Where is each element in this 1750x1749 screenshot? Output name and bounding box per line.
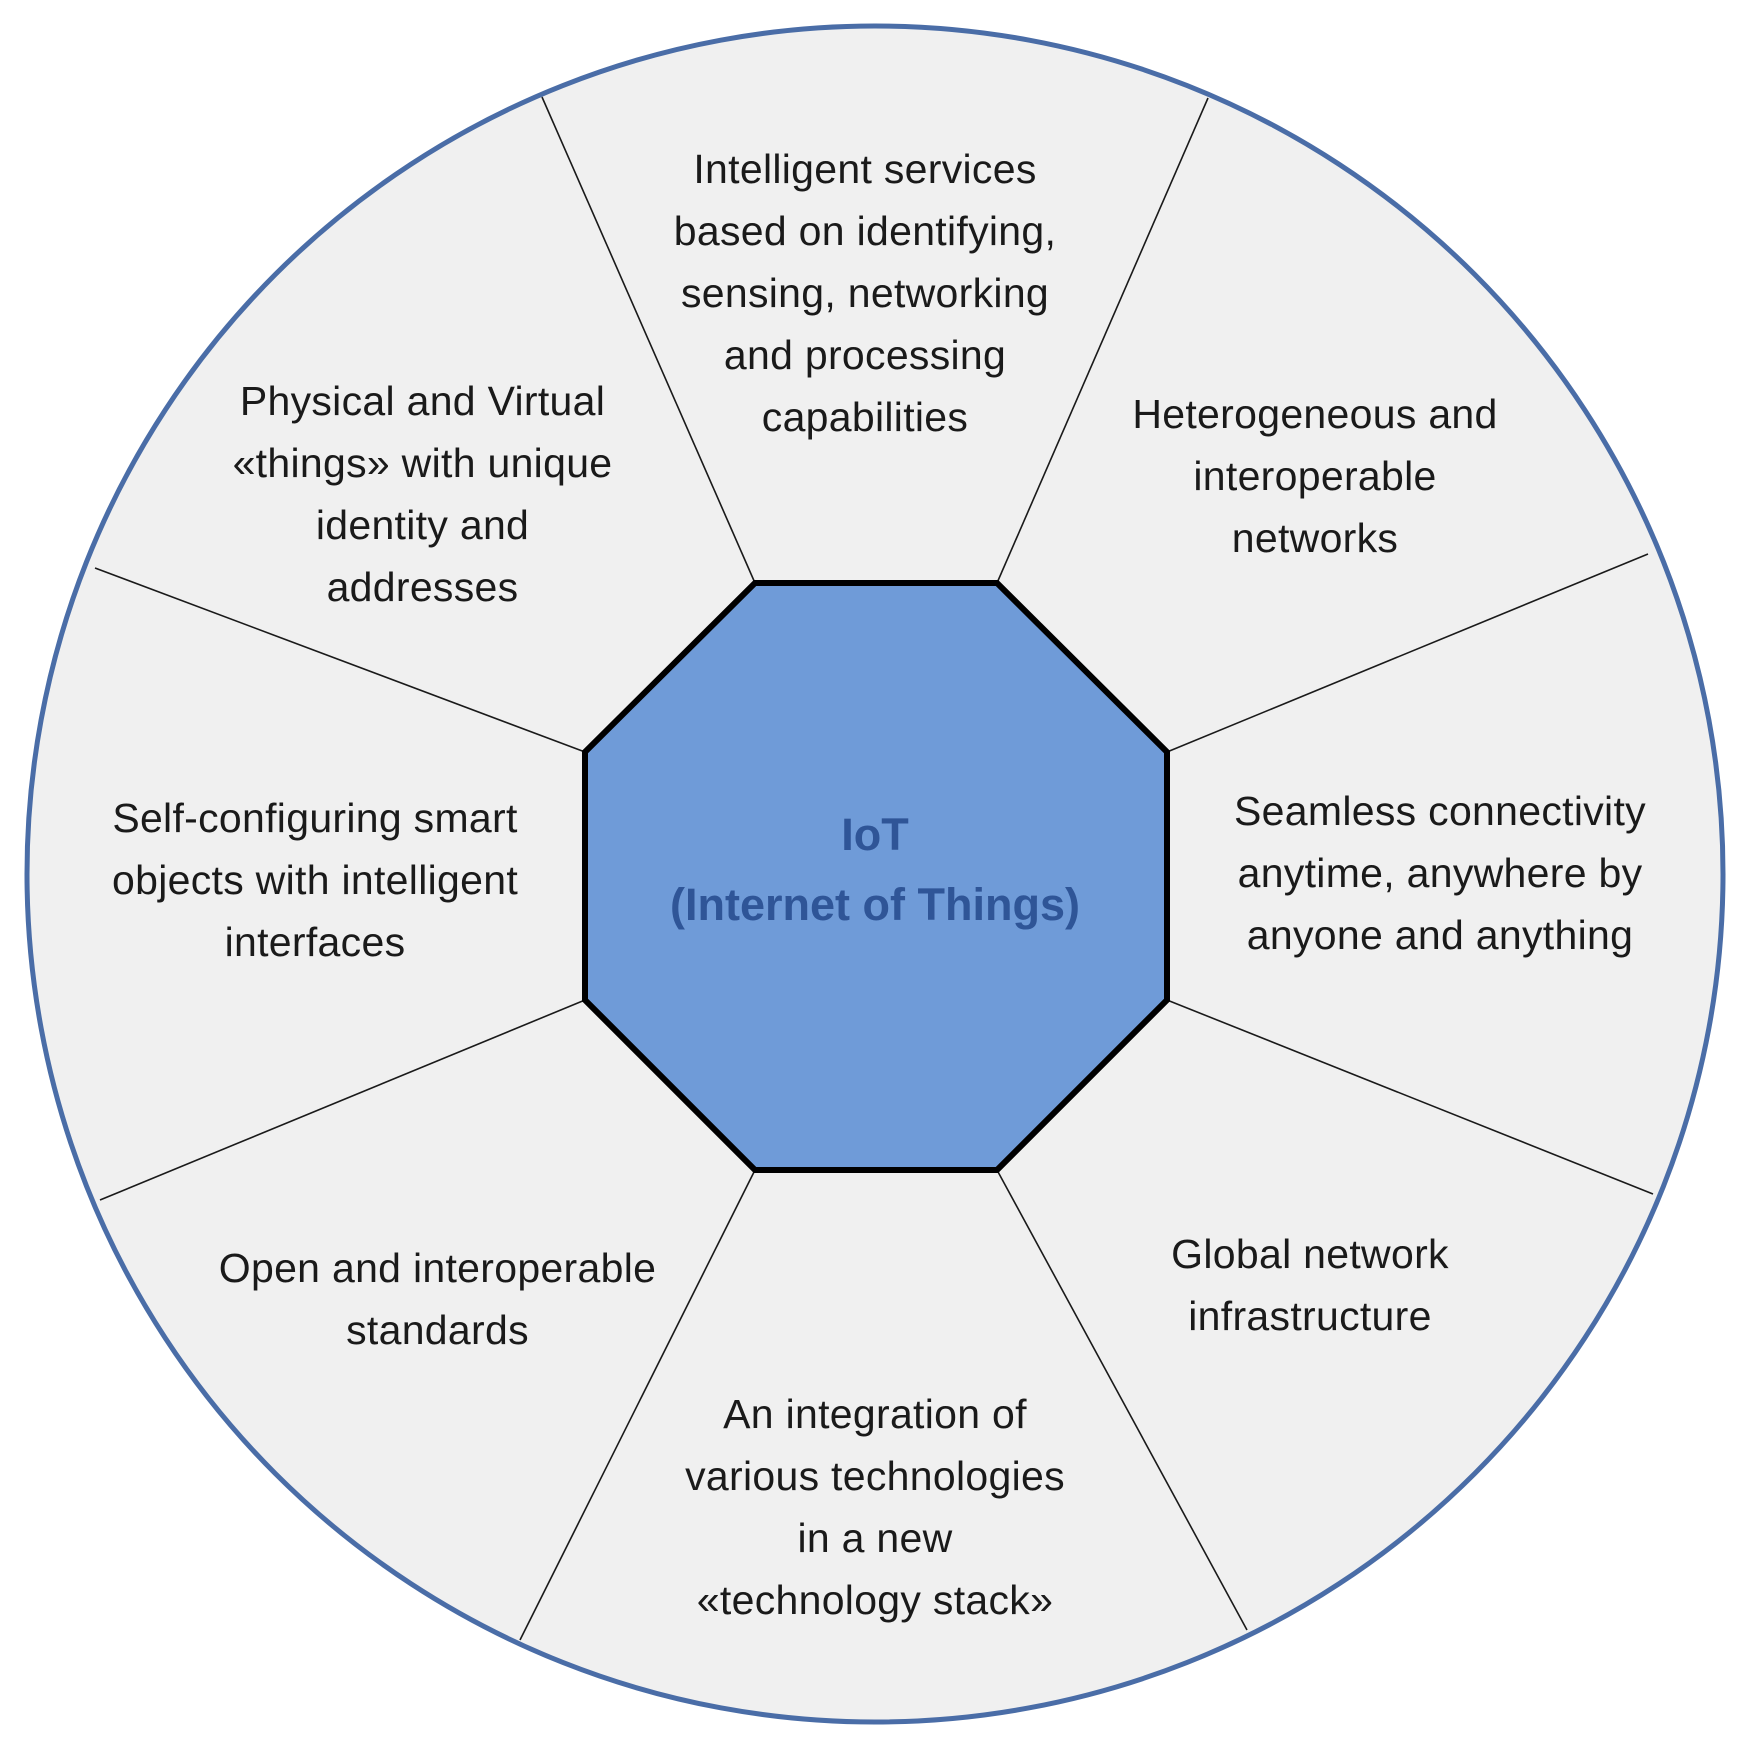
segment-label-heterogeneous-networks: Heterogeneous and interoperable networks [1132, 391, 1498, 561]
divider-line [541, 96, 756, 584]
center-label: IoT (Internet of Things) [585, 800, 1165, 940]
divider-line [94, 567, 586, 753]
divider-line [1166, 553, 1649, 753]
divider-line [996, 1169, 1248, 1631]
segment-label-technology-integration: An integration of various technologies i… [685, 1391, 1065, 1623]
divider-lines [94, 96, 1654, 1641]
segment-label-global-network: Global network infrastructure [1171, 1231, 1449, 1339]
divider-line [996, 97, 1209, 584]
divider-line [99, 999, 586, 1201]
divider-line [1166, 999, 1654, 1195]
segment-label-self-configuring-objects: Self-configuring smart objects with inte… [111, 795, 519, 965]
center-octagon [582, 580, 1170, 1173]
center-subtitle: (Internet of Things) [670, 879, 1080, 930]
segment-label-open-standards: Open and interoperable standards [218, 1245, 657, 1353]
segment-label-physical-virtual-things: Physical and Virtual «things» with uniqu… [232, 378, 613, 610]
segment-label-seamless-connectivity: Seamless connectivity anytime, anywhere … [1234, 788, 1646, 958]
segment-label-intelligent-services: Intelligent services based on identifyin… [673, 146, 1057, 440]
center-title: IoT [841, 809, 909, 860]
divider-line [519, 1169, 756, 1641]
